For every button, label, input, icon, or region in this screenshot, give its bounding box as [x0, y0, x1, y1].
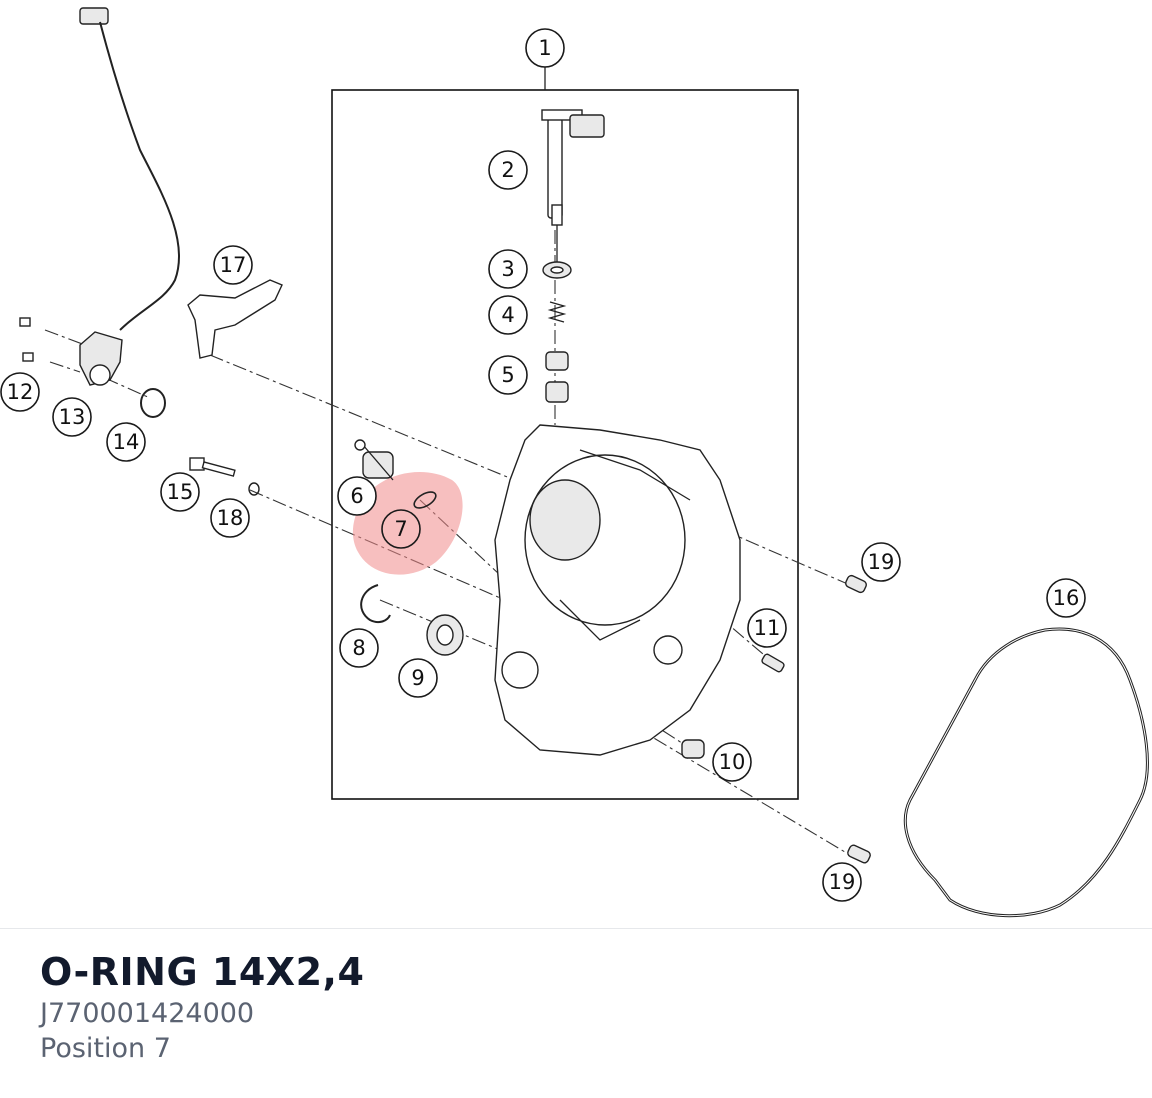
shaft-part [541, 109, 605, 240]
shaft-components [542, 240, 572, 403]
sleeve-part [681, 739, 705, 759]
svg-text:14: 14 [113, 430, 140, 454]
svg-text:1: 1 [538, 36, 551, 60]
callout-12[interactable]: 12 [0, 372, 40, 412]
bolt-part [189, 457, 236, 477]
svg-text:17: 17 [220, 253, 247, 277]
bracket-part [187, 279, 283, 359]
svg-text:18: 18 [217, 506, 244, 530]
assembly-frame [331, 89, 799, 800]
needle-bearing-part [426, 614, 464, 656]
small-o-ring-part [248, 482, 260, 496]
callout-9[interactable]: 9 [398, 658, 438, 698]
svg-text:8: 8 [352, 636, 365, 660]
callout-4[interactable]: 4 [488, 295, 528, 335]
svg-text:11: 11 [754, 616, 781, 640]
callout-14[interactable]: 14 [106, 422, 146, 462]
svg-text:6: 6 [350, 484, 363, 508]
callout-16[interactable]: 16 [1046, 578, 1086, 618]
callout-8[interactable]: 8 [339, 628, 379, 668]
callout-7[interactable]: 7 [381, 509, 421, 549]
callout-11[interactable]: 11 [747, 608, 787, 648]
svg-text:5: 5 [501, 363, 514, 387]
callout-15[interactable]: 15 [160, 472, 200, 512]
svg-text:19: 19 [829, 870, 856, 894]
part-position: Position 7 [40, 1033, 171, 1064]
footer-divider [0, 928, 1152, 929]
svg-text:4: 4 [501, 303, 514, 327]
callout-17[interactable]: 17 [213, 245, 253, 285]
sensor-cable-assembly [19, 7, 180, 418]
dowel-part-upper [845, 574, 867, 594]
callout-3[interactable]: 3 [488, 249, 528, 289]
part-number: J770001424000 [40, 998, 255, 1029]
sensor-part [354, 439, 394, 481]
svg-text:13: 13 [59, 405, 86, 429]
clutch-cover [494, 424, 741, 756]
svg-text:15: 15 [167, 480, 194, 504]
callout-13[interactable]: 13 [52, 397, 92, 437]
callout-6[interactable]: 6 [337, 476, 377, 516]
callout-19-upper[interactable]: 19 [861, 542, 901, 582]
callout-2[interactable]: 2 [488, 150, 528, 190]
svg-text:3: 3 [501, 257, 514, 281]
o-ring-part [413, 491, 437, 509]
callout-1[interactable]: 1 [525, 28, 565, 68]
svg-text:19: 19 [868, 550, 895, 574]
svg-text:7: 7 [394, 517, 407, 541]
svg-text:2: 2 [501, 158, 514, 182]
part-title: O-RING 14X2,4 [40, 950, 365, 994]
callout-18[interactable]: 18 [210, 498, 250, 538]
svg-text:12: 12 [7, 380, 34, 404]
callout-19-lower[interactable]: 19 [822, 862, 862, 902]
circlip-part [360, 584, 391, 624]
cover-gasket [903, 627, 1149, 918]
exploded-parts-diagram: 1 2 3 4 5 6 7 8 9 10 11 12 13 14 15 16 1… [0, 7, 1149, 918]
dowel-part-lower [847, 844, 871, 864]
svg-text:9: 9 [411, 666, 424, 690]
callout-5[interactable]: 5 [488, 355, 528, 395]
screw-part [761, 653, 785, 673]
svg-text:10: 10 [719, 750, 746, 774]
callout-10[interactable]: 10 [712, 742, 752, 782]
svg-text:16: 16 [1053, 586, 1080, 610]
